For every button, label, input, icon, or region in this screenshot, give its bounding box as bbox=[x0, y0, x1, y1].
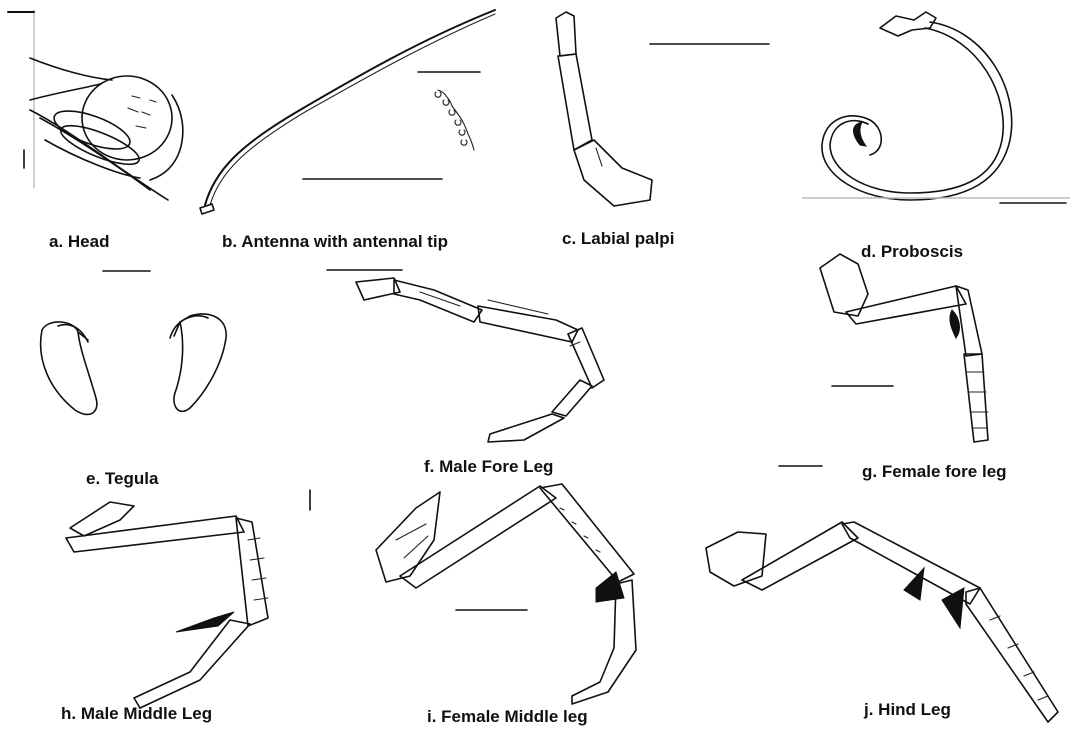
labial-palpi-drawing bbox=[556, 12, 769, 206]
caption-proboscis: d. Proboscis bbox=[861, 243, 963, 260]
caption-hind-leg: j. Hind Leg bbox=[864, 701, 951, 718]
proboscis-drawing bbox=[802, 12, 1070, 203]
male-fore-leg-drawing bbox=[327, 270, 604, 442]
caption-antenna: b. Antenna with antennal tip bbox=[222, 233, 448, 250]
caption-female-fore-leg: g. Female fore leg bbox=[862, 463, 1007, 480]
caption-male-middle-leg: h. Male Middle Leg bbox=[61, 705, 212, 722]
caption-female-middle-leg: i. Female Middle leg bbox=[427, 708, 588, 725]
male-middle-leg-drawing bbox=[66, 490, 310, 708]
female-fore-leg-drawing bbox=[779, 254, 988, 466]
female-middle-leg-drawing bbox=[376, 484, 636, 704]
caption-labial-palpi: c. Labial palpi bbox=[562, 230, 674, 247]
caption-tegula: e. Tegula bbox=[86, 470, 158, 487]
caption-head: a. Head bbox=[49, 233, 109, 250]
caption-male-fore-leg: f. Male Fore Leg bbox=[424, 458, 553, 475]
tegula-drawing bbox=[41, 271, 227, 414]
hind-leg-drawing bbox=[706, 522, 1058, 722]
head-drawing bbox=[8, 10, 183, 200]
antenna-drawing bbox=[200, 10, 495, 214]
